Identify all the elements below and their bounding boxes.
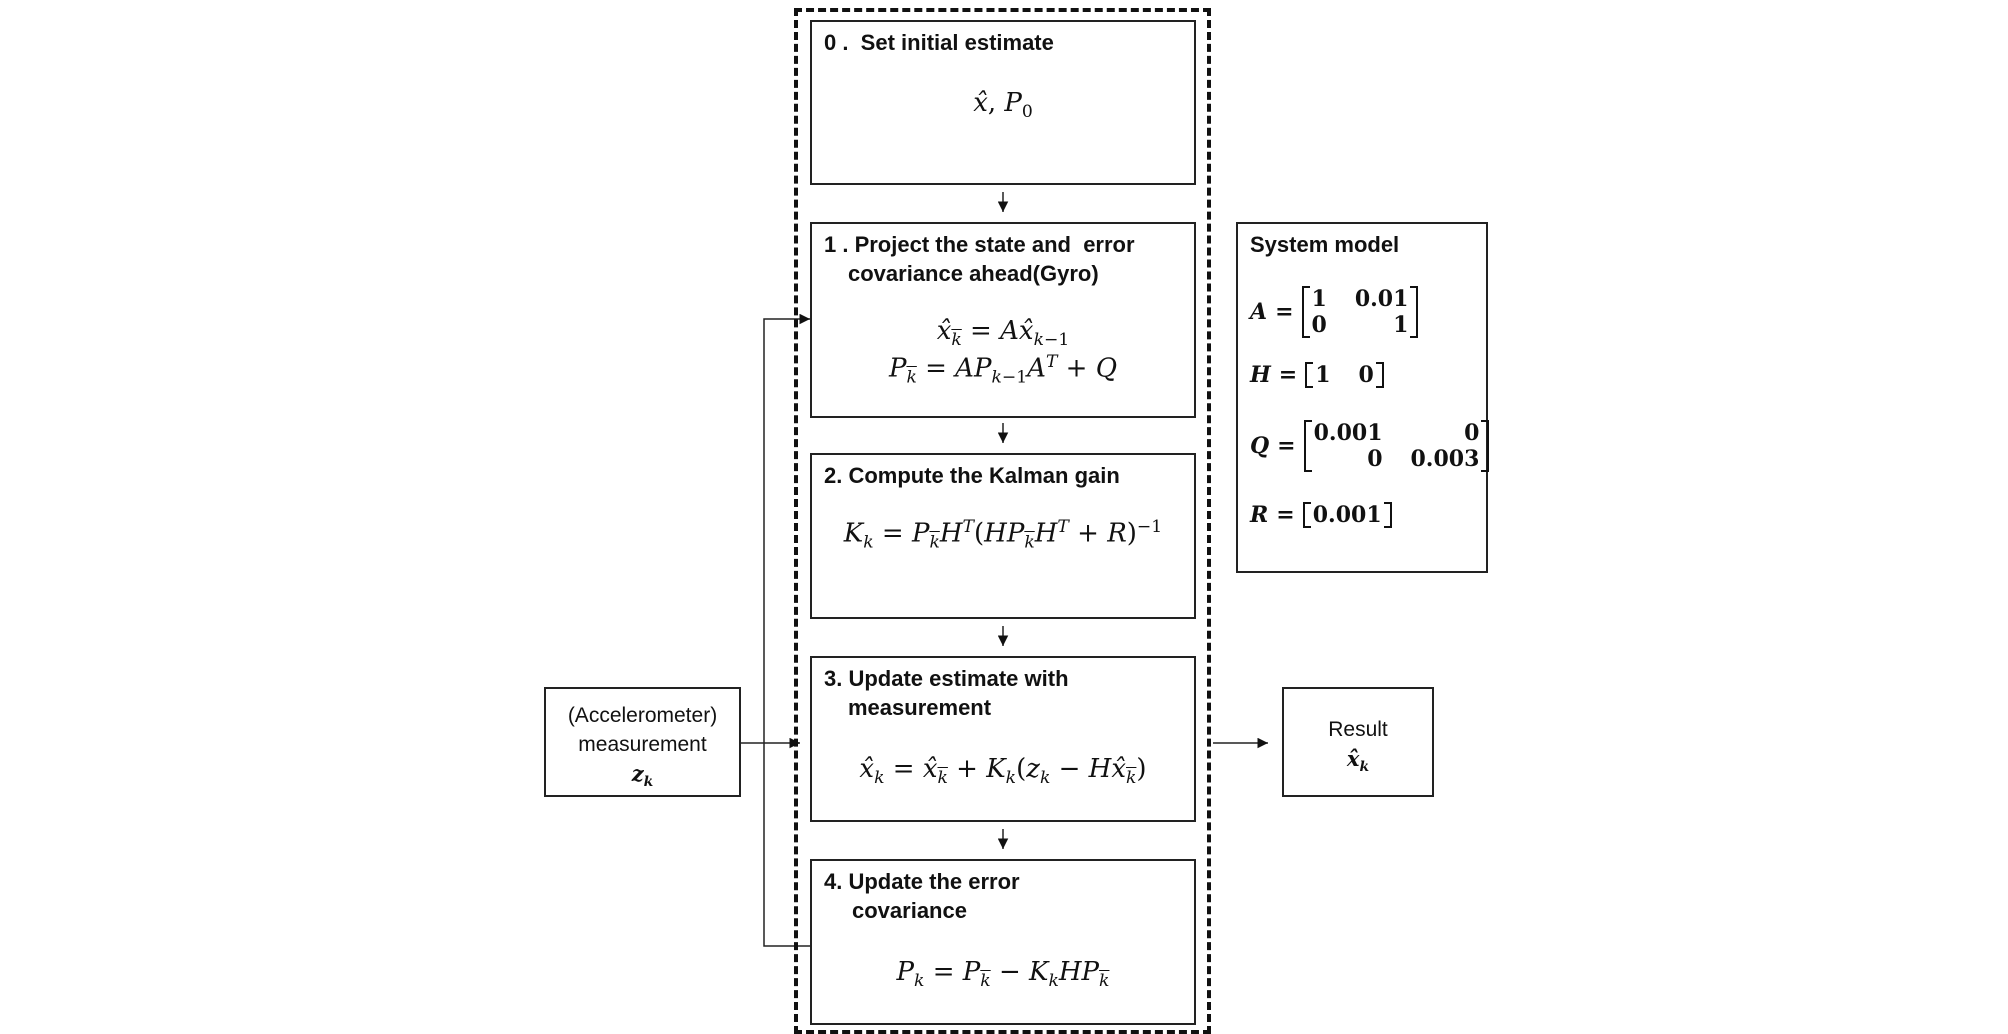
step-3-title-line1: 3. Update estimate with [824,666,1069,691]
step-1-state-formula: x̂k = Ax̂k−1 [936,316,1070,350]
matrix-r-name: R [1250,502,1269,528]
step-1-covariance-formula: Pk = APk−1AT + Q [888,352,1118,388]
measurement-label: (Accelerometer) measurement zk [546,701,739,797]
matrix-h-name: H [1250,362,1271,388]
step-3-title-line2: measurement [848,695,992,720]
step-0-formula: x̂, P0 [973,88,1033,122]
step-2-gain-formula: Kk = PkHT(HPkHT + R)−1 [843,517,1163,553]
step-4-title-line2: covariance [852,898,967,923]
step-3-box: 3. Update estimate with measurement x̂k … [810,656,1196,822]
step-1-title-line2: covariance ahead(Gyro) [848,261,1099,286]
matrix-a-name: A [1250,299,1268,325]
result-box: Result x̂k [1282,687,1434,797]
step-4-title-line1: 4. Update the error [824,869,1020,894]
step-4-box: 4. Update the error covariance Pk = Pk −… [810,859,1196,1025]
step-2-box: 2. Compute the Kalman gain Kk = PkHT(HPk… [810,453,1196,619]
step-0-title: 0 . Set initial estimate [824,30,1054,55]
step-0-box: 0 . Set initial estimate x̂, P0 [810,20,1196,185]
measurement-line2: measurement [578,733,707,756]
measurement-line1: (Accelerometer) [567,704,718,727]
measurement-box: (Accelerometer) measurement zk [544,687,741,797]
matrix-q-name: Q [1250,433,1270,459]
step-4-covariance-formula: Pk = Pk − KkHPk [896,957,1110,991]
matrix-r-row: R = 0.001 [1250,502,1392,528]
feedback-loop-line [763,313,812,947]
step-3-estimate-formula: x̂k = x̂k + Kk(zk − Hx̂k) [859,754,1147,788]
system-model-title: System model [1250,232,1400,257]
result-symbol: x̂k [1346,746,1370,775]
matrix-r: 0.001 [1302,502,1392,528]
result-label-group: Result x̂k [1284,715,1432,782]
measurement-symbol: zk [631,761,654,790]
result-label: Result [1328,718,1388,741]
kalman-filter-loop-region [794,8,1211,1034]
step-1-title-line1: 1 . Project the state and error [824,232,1135,257]
step-1-box: 1 . Project the state and error covarian… [810,222,1196,418]
step-2-title: 2. Compute the Kalman gain [824,463,1120,488]
